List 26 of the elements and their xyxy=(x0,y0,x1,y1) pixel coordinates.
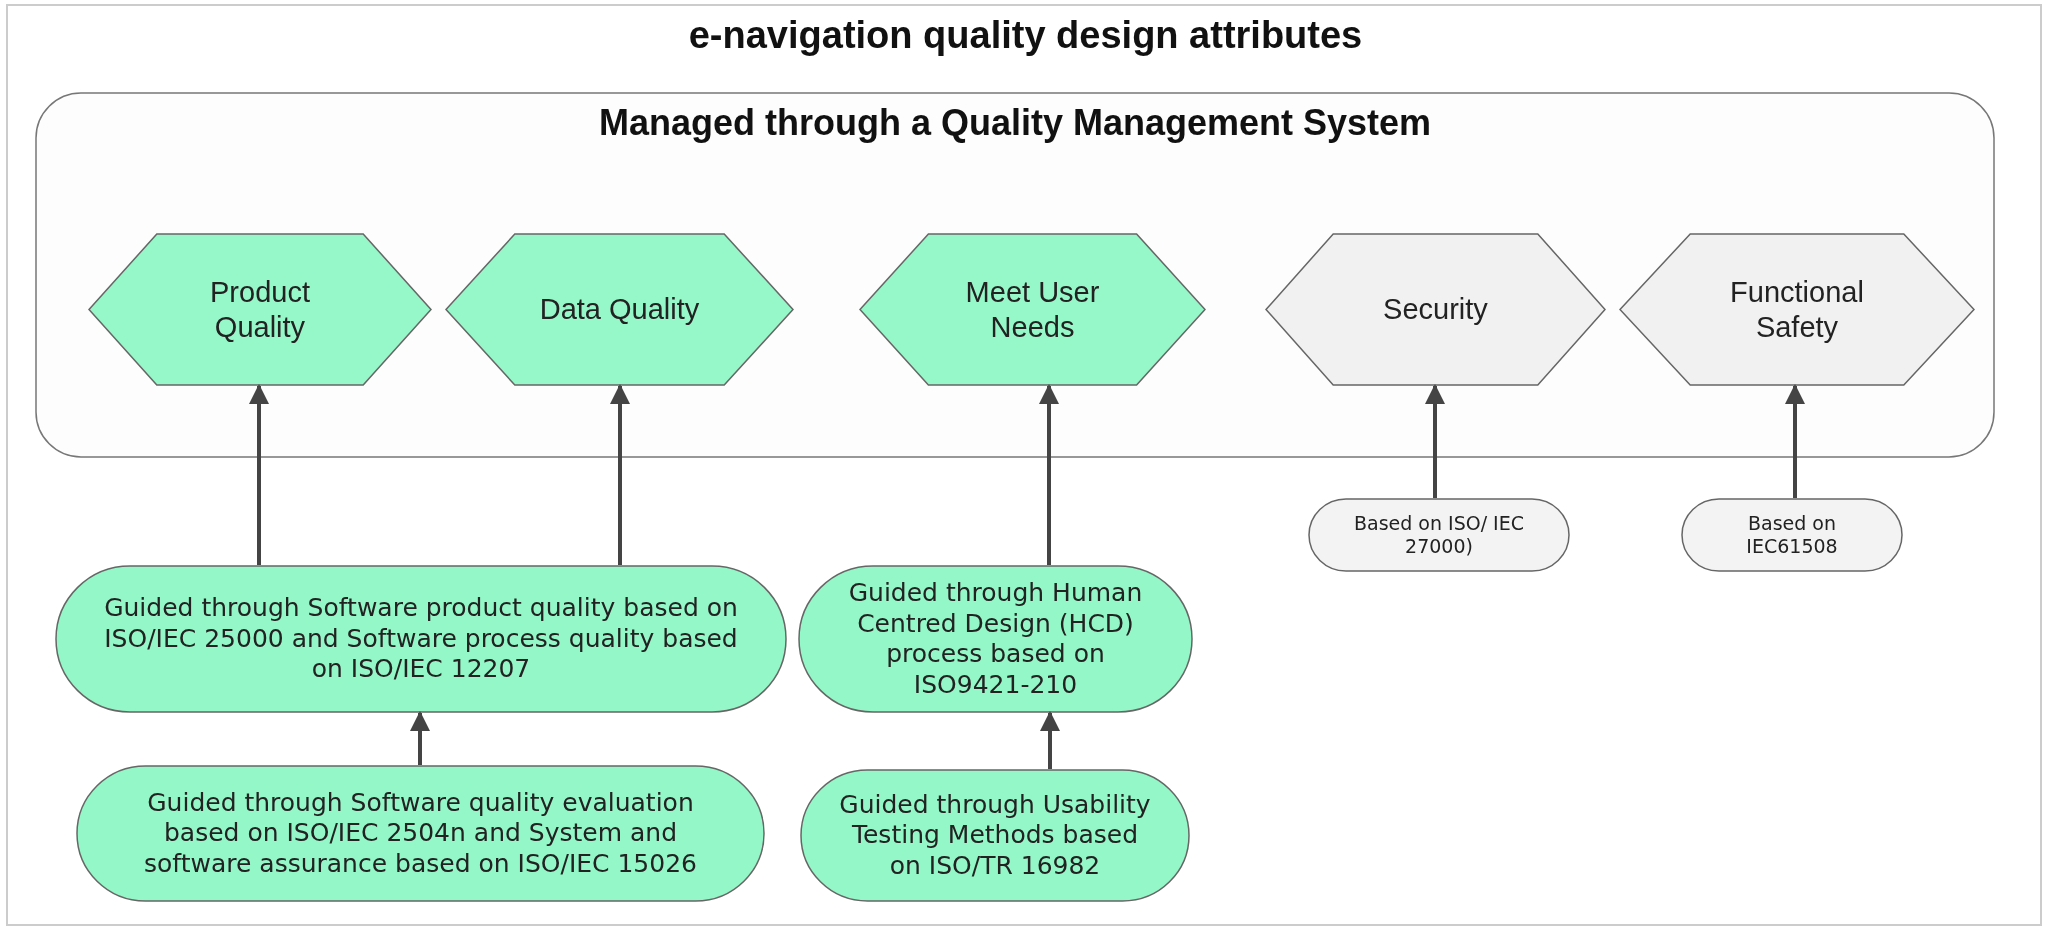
arrow xyxy=(410,711,430,765)
attribute-label: Meet User Needs xyxy=(964,274,1101,345)
arrow xyxy=(1785,384,1805,498)
diagram-title: e-navigation quality design attributes xyxy=(687,14,1364,57)
arrow xyxy=(610,384,630,565)
arrow xyxy=(1040,711,1060,769)
attribute-hexagon xyxy=(859,233,1206,386)
guidance-text: Guided through Software quality evaluation based on ISO/IEC 2504n and System and software assurance based on ISO/IEC 15026 xyxy=(143,787,698,880)
arrow xyxy=(249,384,269,565)
arrow xyxy=(1425,384,1445,498)
attribute-label: Product Quality xyxy=(209,274,311,345)
attribute-hexagon xyxy=(88,233,432,386)
guidance-text: Based on ISO/ IEC 27000) xyxy=(1353,511,1525,559)
guidance-text: Based on IEC61508 xyxy=(1745,511,1839,559)
guidance-text: Guided through Human Centred Design (HCD) process based on ISO9421-210 xyxy=(847,578,1144,700)
attribute-label: Security xyxy=(1383,292,1488,327)
attribute-label: Functional Safety xyxy=(1729,274,1865,345)
system-panel xyxy=(35,92,1995,458)
arrow xyxy=(1039,384,1059,565)
attribute-hexagon xyxy=(1619,233,1975,386)
attribute-label: Data Quality xyxy=(539,292,700,327)
attribute-hexagon xyxy=(1265,233,1606,386)
panel-heading: Managed through a Quality Management System xyxy=(598,102,1432,144)
guidance-text: Guided through Usability Testing Methods based on ISO/TR 16982 xyxy=(838,789,1152,882)
attribute-hexagon xyxy=(445,233,794,386)
guidance-text: Guided through Software product quality based on ISO/IEC 25000 and Software process quality based on ISO/IEC 12207 xyxy=(103,593,739,685)
